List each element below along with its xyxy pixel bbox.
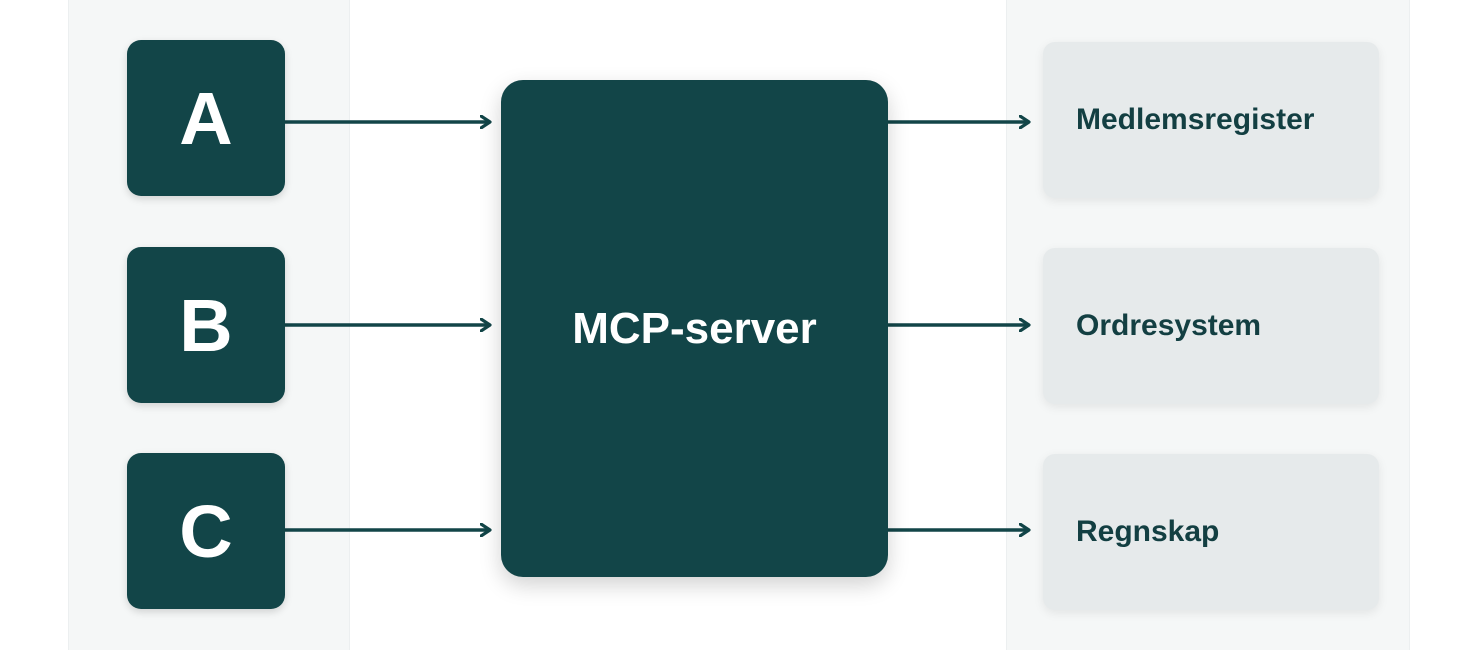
client-node-label: C [179, 489, 233, 573]
system-node-medlemsregister: Medlemsregister [1043, 42, 1379, 198]
client-node-label: B [179, 283, 233, 367]
client-node-label: A [179, 76, 233, 160]
system-node-label: Ordresystem [1076, 309, 1262, 342]
client-node-b: B [127, 247, 285, 403]
system-node-label: Regnskap [1076, 515, 1220, 548]
client-node-c: C [127, 453, 285, 609]
client-node-a: A [127, 40, 285, 196]
server-node-label: MCP-server [572, 303, 817, 353]
system-node-ordresystem: Ordresystem [1043, 248, 1379, 404]
system-node-label: Medlemsregister [1076, 103, 1315, 136]
mcp-server-node: MCP-server [501, 80, 888, 577]
system-node-regnskap: Regnskap [1043, 454, 1379, 610]
